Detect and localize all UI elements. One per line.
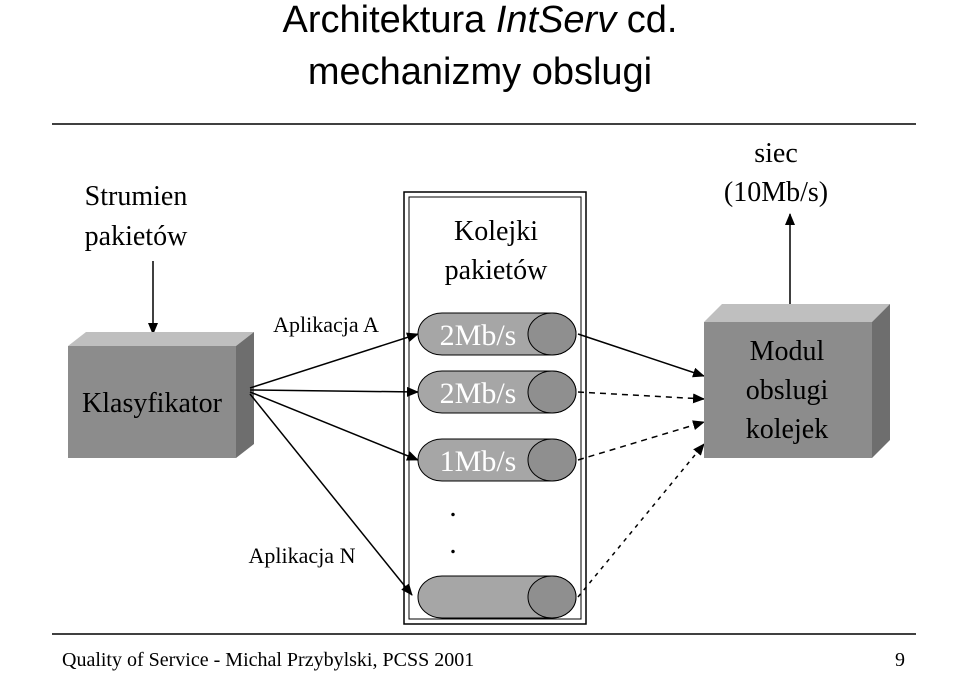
queue-3-rate: 1Mb/s	[440, 445, 517, 478]
queue-3: 1Mb/s	[417, 438, 577, 482]
input-stream-label-line1: Strumien	[85, 181, 188, 212]
scheduler-label-line3: kolejek	[746, 414, 828, 445]
scheduler-label-line2: obslugi	[746, 375, 829, 406]
arrow-classifier-queue-2	[249, 386, 419, 397]
app-a-label: Aplikacja A	[273, 312, 379, 337]
arrow-classifier-queue-3	[249, 391, 419, 461]
page-number: 9	[895, 649, 905, 671]
input-stream-label-line2: pakietów	[85, 221, 188, 252]
queues-label-line1: Kolejki	[454, 216, 538, 247]
queue-ellipsis-dot-1: .	[449, 490, 457, 523]
arrow-queue-2-scheduler	[577, 391, 705, 404]
scheduler-label-line1: Modul	[750, 336, 825, 367]
network-label-line1: siec	[754, 138, 798, 169]
network-label-line2: (10Mb/s)	[724, 177, 828, 208]
arrow-classifier-queue-1	[249, 332, 419, 389]
queue-2-rate: 2Mb/s	[440, 377, 517, 410]
queues-frame-inner	[408, 196, 582, 620]
queue-1-rate: 2Mb/s	[440, 319, 517, 352]
classifier-label: Klasyfikator	[82, 388, 223, 419]
footer-text: Quality of Service - Michal Przybylski, …	[62, 649, 474, 671]
title-line-2: mechanizmy obslugi	[307, 51, 653, 93]
title-line-1: Architektura IntServ cd.	[282, 0, 678, 41]
arrow-queue-n-scheduler	[577, 443, 705, 598]
queue-n	[417, 575, 577, 619]
queue-1: 2Mb/s	[417, 312, 577, 356]
queue-ellipsis-dot-2: .	[449, 527, 457, 560]
app-n-label: Aplikacja N	[249, 543, 356, 568]
classifier-box: Klasyfikator	[68, 332, 254, 458]
arrow-classifier-queue-n	[249, 393, 413, 596]
queue-2: 2Mb/s	[417, 370, 577, 414]
queues-label-line2: pakietów	[445, 255, 548, 286]
arrow-queue-3-scheduler	[577, 420, 705, 461]
arrow-queue-1-scheduler	[577, 333, 705, 378]
scheduler-box: Modul obslugi kolejek	[704, 304, 890, 458]
queues-frame-outer	[403, 191, 587, 625]
